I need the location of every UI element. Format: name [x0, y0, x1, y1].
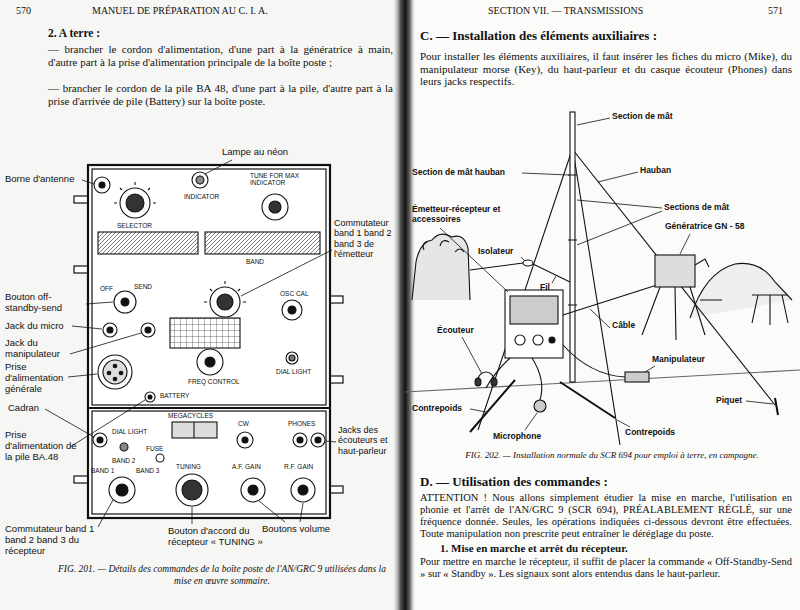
callout-label: Prise d'alimentation de la pile BA.48 — [5, 430, 81, 463]
callout-label: Jack du manipulateur — [5, 338, 75, 360]
leader-lines — [440, 118, 773, 430]
callout-label: Câble — [612, 321, 635, 331]
callout-label: Commutateur band 1 band 2 band 3 de l'ém… — [334, 218, 394, 259]
callout-label: Microphone — [493, 432, 541, 442]
book-gutter — [392, 0, 416, 610]
section-heading: 2. A terre : — [48, 27, 100, 40]
subsection-heading: 1. Mise en marche et arrêt du récepteur. — [440, 542, 628, 555]
panel-marking: PHONES — [288, 420, 315, 427]
panel-marking: OSC CAL — [280, 290, 309, 297]
field-installation — [405, 112, 800, 445]
callout-label: Bouton off-standby-send — [5, 292, 87, 314]
panel-marking: BATTERY — [160, 392, 189, 399]
paragraph: ATTENTION ! Nous allons simplement étudi… — [420, 492, 792, 540]
paragraph: Pour installer les éléments auxiliaires,… — [420, 50, 792, 88]
callout-label: Bouton d'accord du récepteur « TUNING » — [168, 526, 272, 548]
callout-label: Section de mât hauban — [412, 168, 505, 178]
callout-label: Prise d'alimentation générale — [5, 362, 80, 395]
panel-marking: FREQ CONTROL — [188, 378, 240, 385]
running-header: MANUEL DE PRÉPARATION AU C. I. A. — [92, 5, 268, 17]
page-number: 571 — [768, 5, 783, 17]
section-heading: C. — Installation des éléments auxiliair… — [420, 29, 657, 44]
running-header: SECTION VII. — TRANSMISSIONS — [488, 5, 643, 17]
paragraph: — brancher le cordon d'alimentation, d'u… — [48, 43, 393, 68]
callout-label: Manipulateur — [652, 355, 705, 365]
callout-label: Piquet — [716, 396, 742, 406]
paragraph: Pour mettre en marche le récepteur, il s… — [420, 556, 792, 580]
leader-lines — [45, 160, 336, 527]
panel-marking: BAND — [246, 258, 264, 265]
callout-label: Génératrice GN - 58 — [665, 222, 744, 232]
callout-label: Cadran — [8, 403, 39, 414]
panel-marking: BAND 1 — [91, 467, 114, 474]
panel-marking: SEND — [134, 283, 152, 290]
panel-marking: A.F. GAIN — [232, 463, 261, 470]
callout-label: Isolateur — [478, 247, 513, 257]
panel-marking: BAND 2 — [112, 457, 135, 464]
panel-marking: BAND 3 — [136, 467, 159, 474]
panel-marking: TUNE FOR MAX INDICATOR — [250, 172, 302, 187]
panel-marking: MEGACYCLES — [168, 412, 213, 419]
panel-marking: INDICATOR — [184, 193, 219, 200]
callout-label: Sections de mât — [664, 203, 729, 213]
panel-marking: SELECTOR — [117, 222, 152, 229]
panel-marking: DIAL LIGHT — [276, 368, 311, 375]
callout-label: Boutons volume — [262, 524, 330, 535]
callout-label: Commutateur band 1 band 2 band 3 du réce… — [5, 524, 105, 557]
panel-marking: TUNING — [176, 463, 201, 470]
right-page — [404, 0, 800, 610]
panel-marking: OFF — [100, 285, 113, 292]
callout-label: Contrepoids — [625, 428, 675, 438]
panel-controls — [93, 172, 325, 506]
callout-label: Jack du micro — [5, 321, 64, 332]
callout-label: Section de mât — [612, 112, 672, 122]
figure-caption: FIG. 202. — Installation normale du SCR … — [462, 450, 762, 461]
callout-label: Écouteur — [437, 326, 474, 336]
panel-marking: DIAL LIGHT — [112, 428, 147, 435]
panel-marking: FUSE — [146, 445, 163, 452]
callout-label: Jacks des écouteurs et haut-parleur — [338, 425, 398, 456]
callout-label: Contrepoids — [412, 404, 462, 414]
panel-marking: CW — [238, 420, 249, 427]
page-number: 570 — [16, 5, 31, 17]
radio-panel — [74, 165, 343, 518]
callout-label: Lampe au néon — [222, 147, 288, 158]
callout-label: Borne d'antenne — [5, 174, 74, 185]
figure-caption: FIG. 201. — Détails des commandes de la … — [52, 564, 392, 587]
callout-label: Émetteur-récepteur et accessoires — [412, 205, 512, 225]
paragraph: — brancher le cordon de la pile BA 48, d… — [48, 82, 393, 107]
callout-label: Hauban — [640, 166, 671, 176]
callout-label: Fil — [540, 283, 550, 293]
section-heading: D. — Utilisation des commandes : — [420, 475, 608, 490]
panel-marking: R.F. GAIN — [284, 463, 313, 470]
